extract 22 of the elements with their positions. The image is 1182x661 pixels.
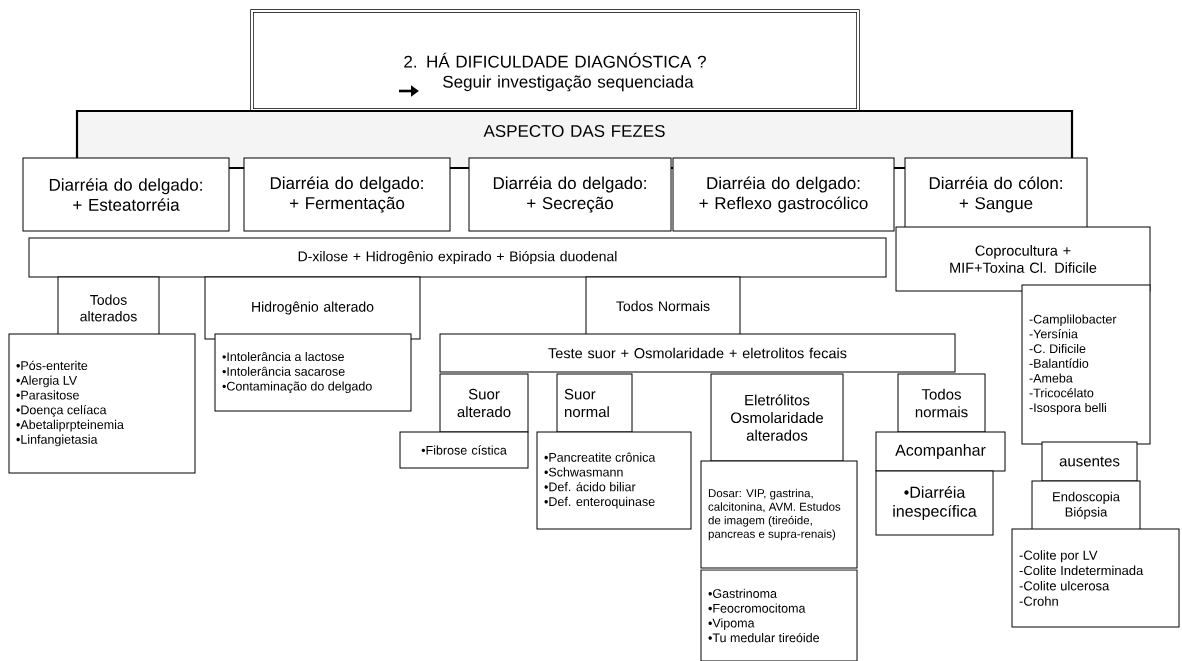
result-box: Todos Normais xyxy=(585,276,741,336)
category-box: Diarréia do delgado: + Reflexo gastrocólico xyxy=(672,157,895,232)
result-box: Suor normal xyxy=(556,373,633,433)
title-box: 2. HÁ DIFICULDADE DIAGNÓSTICA ? Seguir investigação sequenciada xyxy=(250,9,860,112)
result-box: Todos normais xyxy=(897,373,986,433)
result-box: Todos alterados xyxy=(57,276,160,340)
result-box: Endoscopia Biópsia xyxy=(1031,480,1141,531)
result-box: ausentes xyxy=(1041,441,1138,482)
list-box: •Fibrose cística xyxy=(399,431,529,469)
category-box: Diarréia do delgado: + Esteatorréia xyxy=(22,157,230,232)
result-box: Suor alterado xyxy=(439,373,529,433)
result-box: Eletrólitos Osmolaridade alterados xyxy=(710,373,844,462)
category-box: Diarréia do delgado: + Fermentação xyxy=(243,157,451,232)
list-box: •Diarréia inespecífica xyxy=(875,470,994,536)
list-box: •Gastrinoma •Feocromocitoma •Vipoma •Tu medular tireóide xyxy=(700,569,858,661)
test-box: Coprocultura + MIF+Toxina Cl. Dificile xyxy=(895,226,1151,292)
list-box: •Intolerância a lactose •Intolerância sacarose •Contaminação do delgado xyxy=(214,333,412,412)
category-box: Diarréia do delgado: + Secreção xyxy=(468,157,672,232)
note-box: Dosar: VIP, gastrina, calcitonina, AVM. Estudos de imagem (tireóide, pancreas e supra-renais) xyxy=(700,460,858,569)
result-box: Acompanhar xyxy=(875,431,1006,472)
result-box: Hidrogênio alterado xyxy=(204,276,421,340)
category-box: Diarréia do cólon: + Sangue xyxy=(904,157,1088,232)
